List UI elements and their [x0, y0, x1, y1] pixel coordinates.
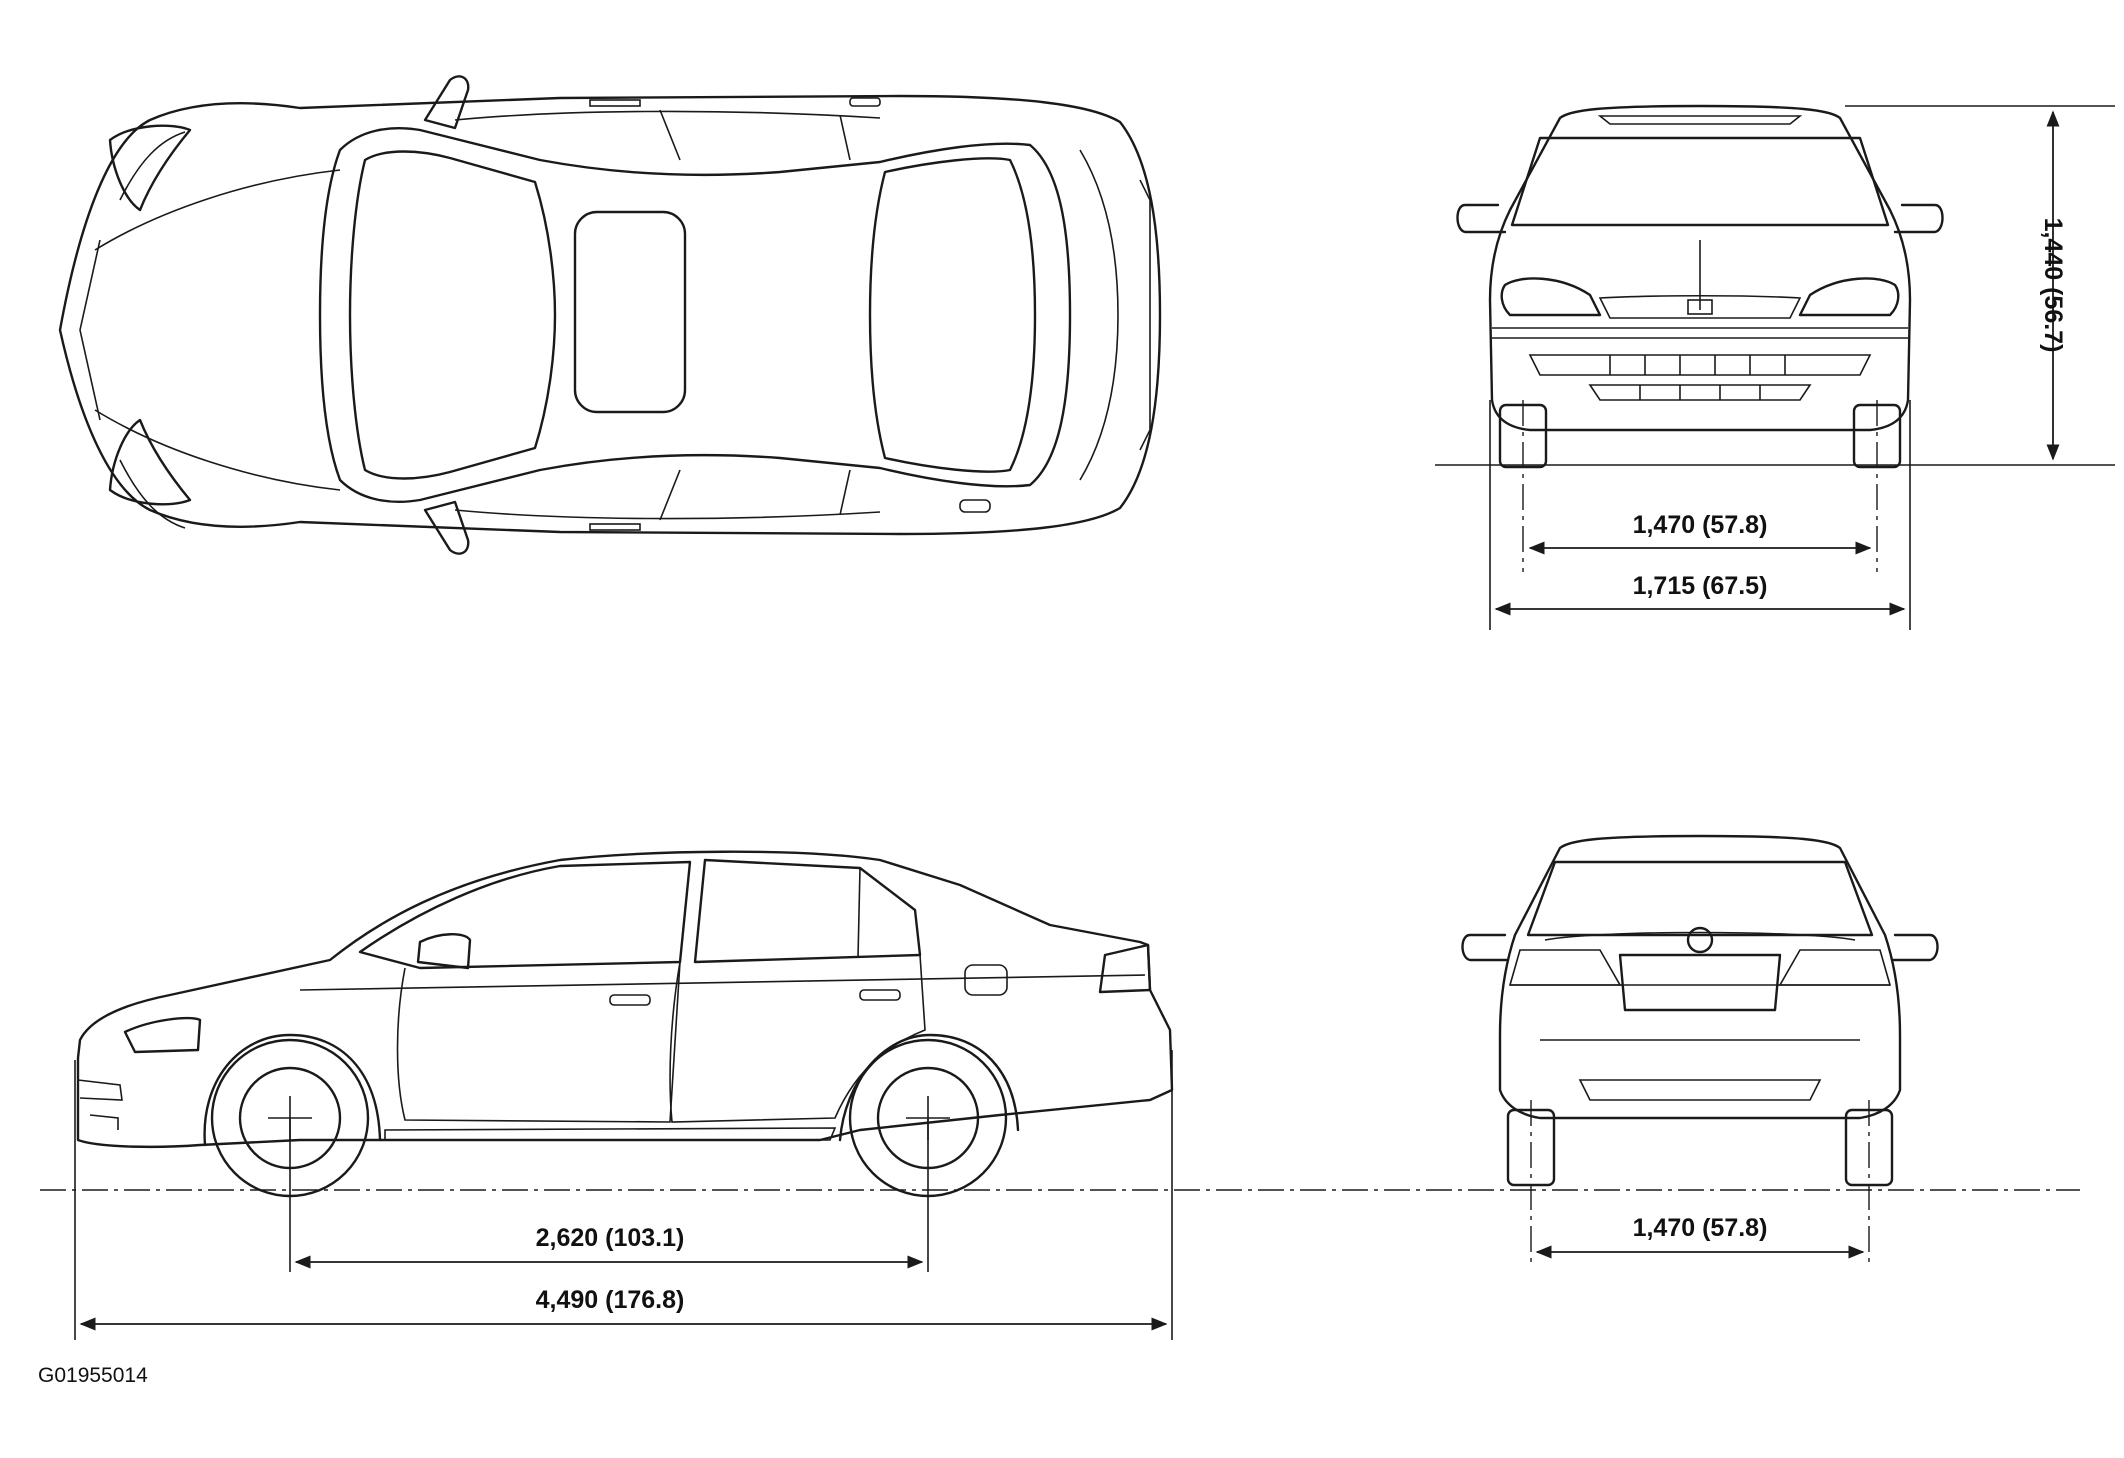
- rear-track-label: 1,470 (57.8): [1633, 1214, 1768, 1242]
- top-view: [58, 75, 1162, 555]
- front-track-label: 1,470 (57.8): [1633, 511, 1768, 539]
- front-view: [1456, 104, 1944, 572]
- height-dimension: 1,440 (56.7): [1435, 105, 2115, 466]
- figure-id: G01955014: [38, 1364, 148, 1387]
- rear-track-dimension: 1,470 (57.8): [1535, 1214, 1865, 1259]
- side-dimensions: 2,620 (103.1) 4,490 (176.8): [74, 1050, 1173, 1340]
- overall-height-label: 1,440 (56.7): [2039, 218, 2067, 353]
- wheelbase-label: 2,620 (103.1): [536, 1224, 685, 1252]
- overall-width-label: 1,715 (67.5): [1633, 572, 1768, 600]
- front-width-dimensions: 1,470 (57.8) 1,715 (67.5): [1489, 400, 1911, 630]
- rear-view: [1461, 834, 1939, 1268]
- overall-length-label: 4,490 (176.8): [536, 1286, 685, 1314]
- side-view: [76, 850, 1174, 1198]
